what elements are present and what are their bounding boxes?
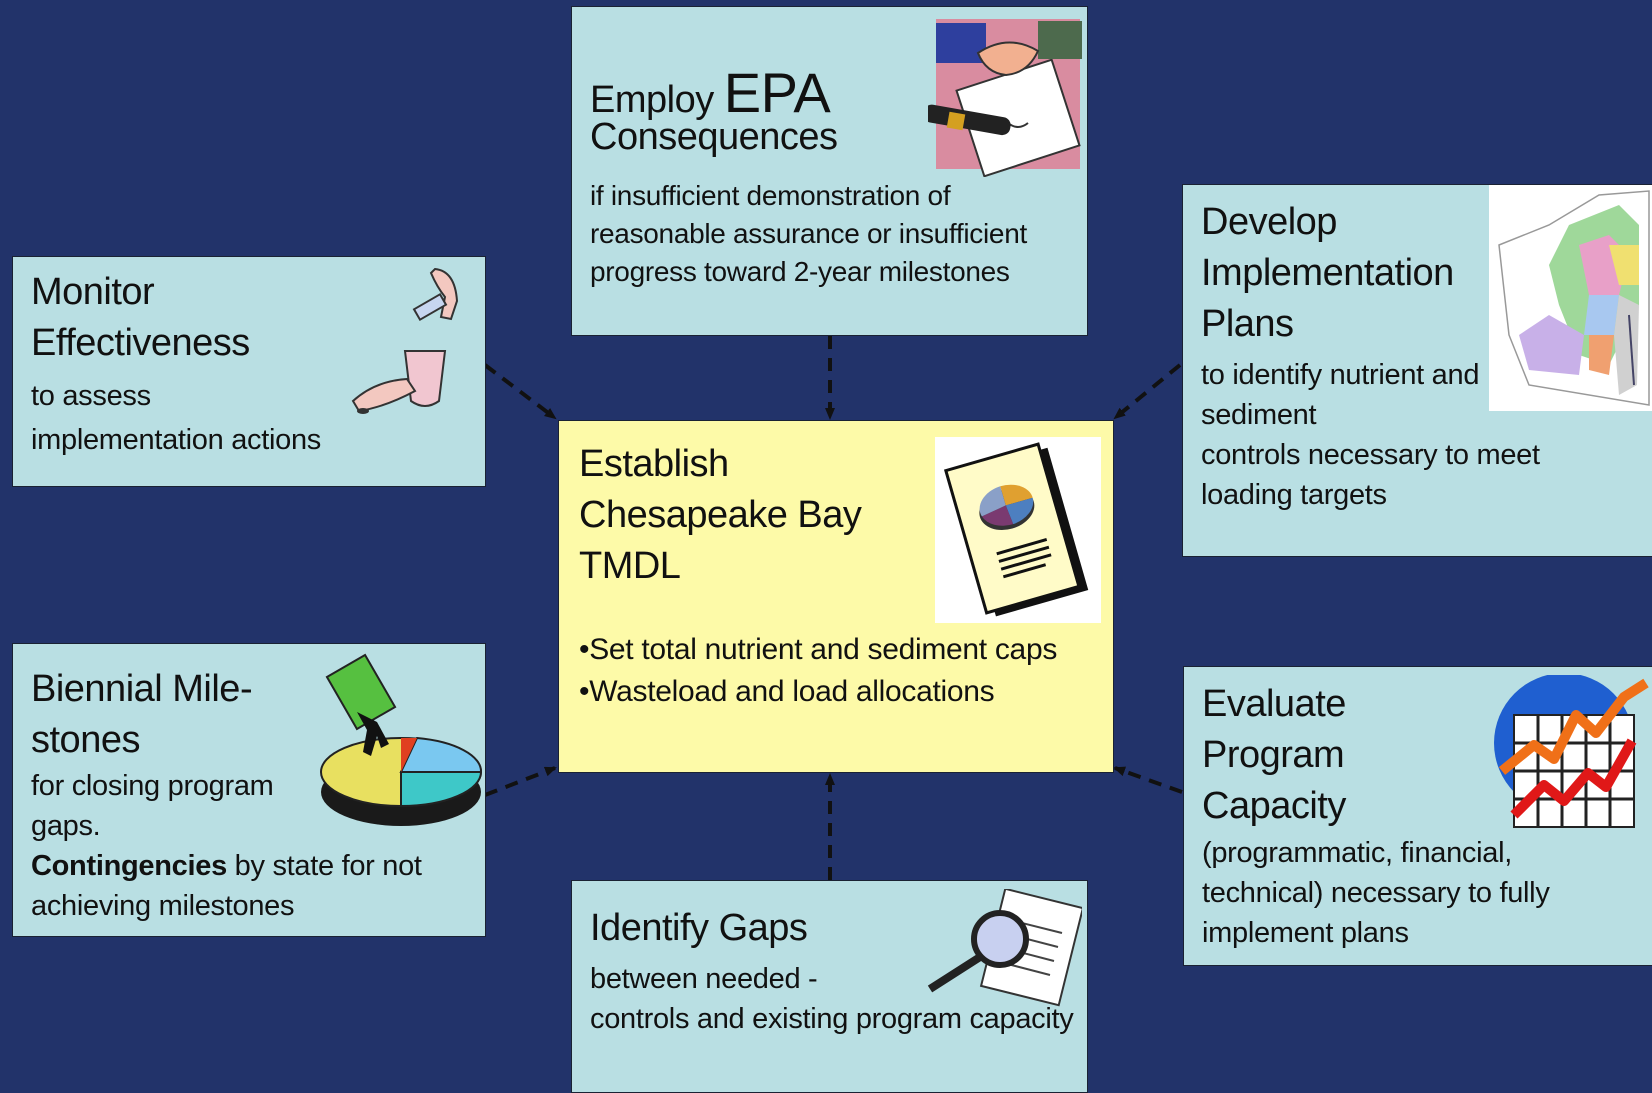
desc-line: achieving milestones (31, 890, 295, 922)
title-line: Capacity (1202, 785, 1346, 827)
evaluate-description: (programmatic, financial, technical) nec… (1202, 833, 1550, 953)
desc-line: controls and existing program capacity (590, 1003, 1074, 1035)
title-line: Evaluate (1202, 683, 1346, 725)
report-pie-chart-icon (935, 437, 1101, 623)
rising-chart-icon (1484, 673, 1652, 835)
identify-gaps-box: Identify Gaps between needed - controls … (571, 880, 1088, 1093)
desc-line: progress toward 2-year milestones (590, 256, 1010, 287)
desc-line: to assess (31, 380, 151, 412)
title-line: TMDL (579, 545, 681, 587)
bullet-item: •Set total nutrient and sediment caps (579, 633, 1058, 666)
epa-title-line2: Consequences (590, 116, 838, 158)
desc-line: technical) necessary to fully (1202, 877, 1550, 909)
develop-title: Develop Implementation Plans (1201, 197, 1454, 350)
desc-line: if insufficient demonstration of (590, 180, 951, 211)
evaluate-title: Evaluate Program Capacity (1202, 679, 1346, 832)
title-line: stones (31, 719, 140, 761)
title-line: Effectiveness (31, 322, 250, 364)
arrow-evaluate-to-center (1113, 766, 1183, 794)
desc-line: controls necessary to meet (1201, 439, 1540, 471)
monitor-description: to assess implementation actions (31, 374, 321, 462)
evaluate-capacity-box: Evaluate Program Capacity (programmatic,… (1183, 666, 1652, 966)
desc-line: implement plans (1202, 917, 1409, 949)
contingencies-bold: Contingencies (31, 850, 227, 882)
watershed-map-icon (1489, 185, 1652, 411)
desc-line: gaps. (31, 810, 101, 842)
desc-line: to identify nutrient and (1201, 359, 1480, 391)
arrow-monitor-to-center (483, 363, 557, 420)
magnifier-document-icon (922, 887, 1085, 1009)
pie-chart-climber-icon (297, 652, 487, 830)
milestones-description: for closing program gaps. Contingencies … (31, 766, 422, 926)
epa-title-big: EPA (723, 61, 831, 124)
milestones-title: Biennial Mile- stones (31, 664, 253, 766)
arrow-develop-to-center (1113, 363, 1182, 420)
title-line: Biennial Mile- (31, 668, 253, 710)
title-line: Program (1202, 734, 1345, 776)
desc-line: for closing program (31, 770, 274, 802)
arrow-milestones-to-center (484, 766, 557, 797)
monitor-effectiveness-box: Monitor Effectiveness to assess implemen… (12, 256, 486, 487)
chemist-pouring-icon (345, 261, 485, 431)
desc-line: reasonable assurance or insufficient (590, 218, 1027, 249)
biennial-milestones-box: Biennial Mile- stones for closing progra… (12, 643, 486, 937)
epa-description: if insufficient demonstration of reasona… (590, 177, 1027, 291)
employ-epa-box: Employ EPA Consequences if insufficient … (571, 6, 1088, 336)
monitor-title: Monitor Effectiveness (31, 267, 250, 369)
title-line: Develop (1201, 201, 1337, 243)
title-line: Implementation (1201, 252, 1454, 294)
gaps-description: between needed - controls and existing p… (590, 959, 1074, 1039)
establish-tmdl-box: Establish Chesapeake Bay TMDL •Set total… (558, 420, 1114, 773)
desc-line: sediment (1201, 399, 1317, 431)
develop-description: to identify nutrient and sediment contro… (1201, 355, 1540, 515)
title-line: Monitor (31, 271, 155, 313)
desc-line: loading targets (1201, 479, 1387, 511)
handshake-contract-icon (923, 13, 1084, 178)
title-line: Chesapeake Bay (579, 494, 862, 536)
establish-bullets: •Set total nutrient and sediment caps •W… (579, 629, 1057, 713)
desc-line: between needed - (590, 963, 818, 995)
epa-title-small: Employ (590, 79, 714, 121)
title-line: Establish (579, 443, 729, 485)
desc-line: (programmatic, financial, (1202, 837, 1512, 869)
establish-title: Establish Chesapeake Bay TMDL (579, 439, 862, 592)
develop-plans-box: Develop Implementation Plans to identify… (1182, 184, 1652, 557)
title-line: Plans (1201, 303, 1294, 345)
gaps-title: Identify Gaps (590, 907, 808, 949)
bullet-item: •Wasteload and load allocations (579, 675, 995, 708)
epa-title: Employ EPA Consequences (590, 65, 838, 163)
contingency-text: by state for not (226, 850, 422, 882)
desc-line: implementation actions (31, 424, 321, 456)
